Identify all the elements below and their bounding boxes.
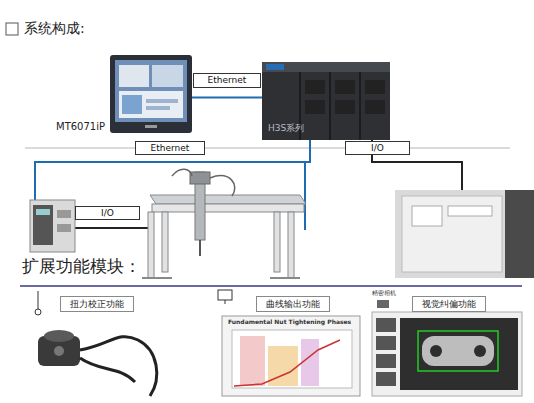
function-box: 扭力校正功能	[60, 296, 134, 312]
gantry-foot	[142, 277, 172, 279]
curve-chart	[222, 316, 360, 396]
sensor-icon	[35, 309, 41, 315]
hmi-frame	[110, 55, 192, 133]
gantry-foot	[270, 277, 300, 279]
phase-band	[240, 336, 265, 386]
node-text: I/O	[76, 207, 139, 219]
plc-terminal	[365, 100, 385, 114]
bus-line	[25, 148, 510, 149]
machine-side	[505, 190, 534, 278]
image-caption: 精密相机	[372, 289, 396, 298]
plc-top	[262, 62, 390, 72]
node-text: MT6071iP	[56, 121, 105, 132]
node-text: I/O	[346, 142, 409, 154]
sensor-cable	[80, 358, 135, 382]
gantry-leg	[148, 212, 154, 278]
sensor-cable	[80, 337, 157, 396]
plc-terminal	[305, 80, 325, 94]
plot-area	[232, 330, 352, 388]
torque-curve	[234, 340, 340, 386]
hmi-window	[152, 65, 183, 87]
machine-plate	[448, 206, 492, 216]
image-caption: Fundamental Nut Tightening Phases	[228, 318, 351, 325]
camera-image	[400, 318, 518, 390]
node-text: Ethernet	[136, 142, 204, 154]
ethernet-wire	[304, 162, 306, 230]
machine-body	[395, 190, 534, 278]
gantry-leg	[274, 212, 280, 272]
plc-module-edge	[329, 72, 331, 140]
servo-port	[57, 210, 71, 218]
monitor-icon	[218, 290, 232, 300]
phase-band	[301, 339, 319, 386]
servo-port	[57, 224, 71, 232]
hmi-window	[119, 65, 149, 87]
gantry-beam	[152, 204, 304, 212]
gantry-cable	[210, 176, 235, 196]
function-box: 曲线输出功能	[256, 296, 330, 312]
thumbnail	[376, 336, 396, 350]
signal-box: I/O	[75, 206, 140, 220]
ethernet-wire	[35, 140, 310, 200]
plc-badge	[266, 64, 284, 70]
plc-body	[262, 62, 390, 140]
plc-module-edge	[359, 72, 361, 140]
hmi-chart	[146, 106, 170, 110]
servo-display	[36, 209, 50, 215]
hmi-window	[119, 91, 183, 118]
section-heading: 扩展功能模块：	[22, 255, 141, 278]
node-text: H3S系列	[268, 122, 304, 135]
checkbox	[6, 23, 18, 35]
gantry-leg	[162, 212, 168, 272]
signal-box: I/O	[345, 141, 410, 155]
diagram-title: 系统构成:	[24, 20, 85, 38]
node-text: 扭力校正功能	[61, 297, 133, 311]
thumbnail	[376, 354, 396, 368]
gantry-motor	[190, 172, 210, 184]
torque-sensor	[44, 330, 74, 342]
monitor-icon	[225, 300, 226, 304]
part-hole	[430, 345, 442, 357]
node-text: 曲线输出功能	[257, 297, 329, 311]
camera-icon	[377, 300, 389, 308]
detect-box	[418, 331, 498, 371]
machine-panel	[402, 196, 502, 272]
servo-panel	[33, 205, 53, 245]
thumbnail	[376, 372, 396, 386]
sensor-icon	[38, 291, 39, 309]
part-hole	[474, 345, 486, 357]
gantry-beam	[150, 195, 306, 204]
work-part	[422, 336, 494, 366]
node-text: 视觉纠偏功能	[413, 297, 485, 311]
gantry-tool	[199, 240, 201, 256]
gantry-leg	[288, 212, 294, 278]
hmi-panel: MT6071iP	[110, 55, 192, 133]
hmi-logo	[145, 125, 157, 128]
hmi-screen	[115, 60, 187, 122]
torque-sensor	[54, 346, 64, 356]
ethernet-link	[192, 97, 262, 99]
thumbnail	[376, 318, 396, 332]
plc-terminal	[335, 100, 355, 114]
function-box: 视觉纠偏功能	[412, 296, 486, 312]
io-wire	[75, 227, 148, 229]
servo-drive	[30, 200, 75, 252]
plc-terminal	[305, 100, 325, 114]
plc-terminal	[335, 80, 355, 94]
link-label: Ethernet	[193, 73, 262, 88]
plc-unit: H3S系列	[262, 62, 390, 140]
signal-box: Ethernet	[135, 141, 205, 155]
hmi-chart	[146, 99, 178, 103]
machine-plate	[412, 206, 442, 226]
gantry-cable	[172, 169, 192, 176]
hmi-chart	[122, 95, 142, 114]
section-divider	[20, 285, 522, 287]
vision-screen	[372, 312, 522, 396]
plc-terminal	[365, 80, 385, 94]
